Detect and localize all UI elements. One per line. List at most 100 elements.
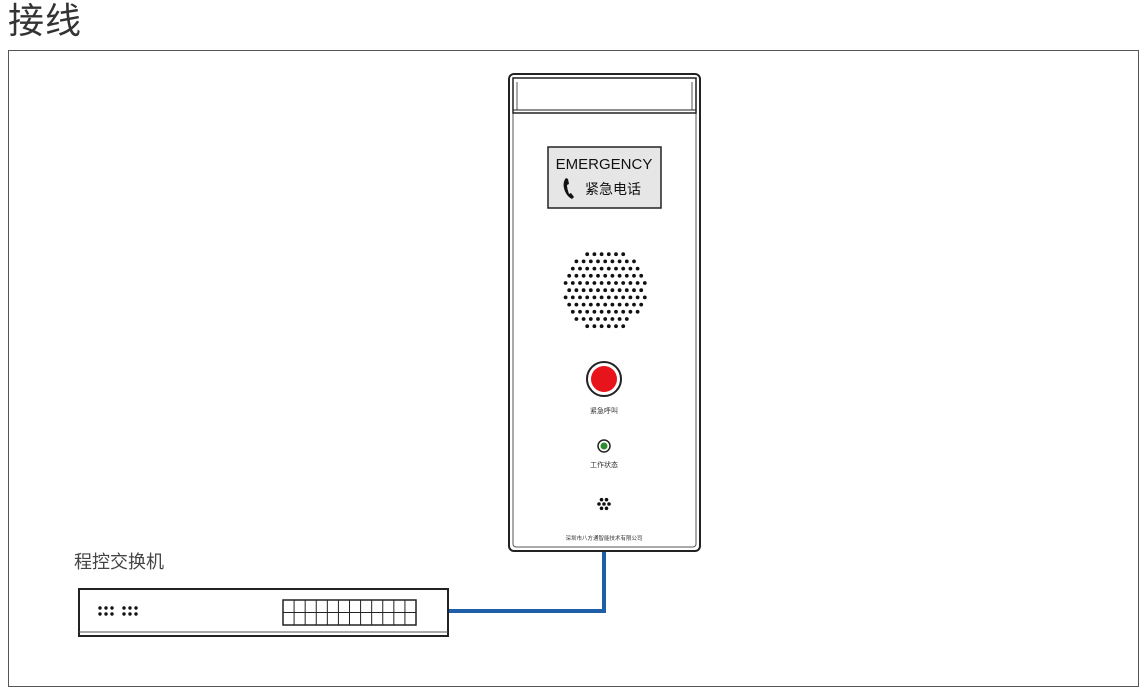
speaker-hole <box>624 302 629 307</box>
speaker-hole <box>599 266 604 271</box>
speaker-hole <box>596 273 600 278</box>
speaker-hole <box>581 317 586 321</box>
switch-led <box>98 606 102 610</box>
speaker-hole <box>621 266 626 271</box>
phone-line-cable <box>448 551 606 613</box>
switch-led <box>110 606 114 610</box>
speaker-hole <box>606 266 611 271</box>
speaker-hole <box>628 281 633 285</box>
speaker-hole <box>578 295 582 300</box>
mic-hole <box>604 497 609 502</box>
speaker-hole <box>614 324 618 329</box>
speaker-hole <box>617 288 622 293</box>
speaker-hole <box>635 309 640 314</box>
switch-led <box>122 612 126 616</box>
speaker-hole <box>588 259 593 264</box>
emergency-call-button <box>586 361 622 397</box>
speaker-hole <box>628 266 633 271</box>
speaker-hole <box>624 273 629 278</box>
switch-label: 程控交换机 <box>74 552 164 573</box>
speaker-hole <box>574 302 579 307</box>
speaker-hole <box>574 273 579 278</box>
diagram-frame <box>8 50 1139 687</box>
emergency-sign: EMERGENCY 紧急电话 <box>547 146 662 209</box>
speaker-hole <box>635 295 640 300</box>
speaker-hole <box>624 317 629 321</box>
speaker-hole <box>610 302 615 307</box>
speaker-hole <box>621 309 626 314</box>
speaker-hole <box>574 288 579 293</box>
speaker-hole <box>596 288 600 293</box>
speaker-hole <box>588 317 593 321</box>
speaker-hole <box>578 281 582 285</box>
switch-led <box>122 606 126 610</box>
speaker-hole <box>581 302 586 307</box>
speaker-hole <box>599 324 604 329</box>
speaker-hole <box>588 302 593 307</box>
speaker-hole <box>606 295 611 300</box>
status-indicator-label: 工作状态 <box>590 460 618 469</box>
sign-line-2: 紧急电话 <box>585 182 641 198</box>
speaker-hole <box>617 317 622 321</box>
speaker-hole <box>585 266 590 271</box>
switch-port-block <box>282 599 417 626</box>
speaker-hole <box>621 295 626 300</box>
speaker-hole <box>632 288 636 293</box>
speaker-hole <box>585 295 590 300</box>
speaker-hole <box>606 281 611 285</box>
speaker-hole <box>563 281 568 285</box>
speaker-hole <box>639 302 644 307</box>
switch-led <box>110 612 114 616</box>
speaker-hole <box>585 252 590 257</box>
speaker-hole <box>606 252 611 257</box>
speaker-hole <box>617 302 622 307</box>
speaker-hole <box>574 259 579 264</box>
speaker-hole <box>585 281 590 285</box>
speaker-hole <box>639 288 644 293</box>
speaker-hole <box>592 295 597 300</box>
speaker-hole <box>592 281 597 285</box>
speaker-hole <box>585 324 590 329</box>
speaker-hole <box>588 288 593 293</box>
speaker-hole <box>592 324 597 329</box>
speaker-hole <box>599 252 604 257</box>
speaker-hole <box>639 273 644 278</box>
mic-hole <box>597 502 601 506</box>
manufacturer-text: 深圳市八方通智能技术有限公司 <box>565 534 642 542</box>
speaker-hole <box>632 273 636 278</box>
speaker-hole <box>599 281 604 285</box>
page-title: 接线 <box>8 1 83 42</box>
speaker-hole <box>592 309 597 314</box>
speaker-hole <box>624 259 629 264</box>
switch-led <box>128 612 132 616</box>
switch-led <box>98 612 102 616</box>
switch-led <box>104 612 108 616</box>
speaker-hole <box>621 324 626 329</box>
speaker-hole <box>624 288 629 293</box>
speaker-hole <box>581 288 586 293</box>
speaker-hole <box>621 281 626 285</box>
speaker-hole <box>592 252 597 257</box>
speaker-hole <box>614 309 618 314</box>
speaker-hole <box>621 252 626 257</box>
speaker-hole <box>567 288 572 293</box>
speaker-hole <box>599 309 604 314</box>
speaker-hole <box>610 288 615 293</box>
speaker-hole <box>570 281 575 285</box>
speaker-hole <box>610 259 615 264</box>
call-button-label: 紧急呼叫 <box>590 406 618 415</box>
speaker-hole <box>614 295 618 300</box>
speaker-hole <box>592 266 597 271</box>
speaker-hole <box>603 273 608 278</box>
panel-top-cap <box>512 77 697 114</box>
speaker-hole <box>628 295 633 300</box>
switch-led <box>134 612 138 616</box>
speaker-hole <box>578 309 582 314</box>
speaker-hole <box>610 317 615 321</box>
speaker-hole <box>596 317 600 321</box>
speaker-hole <box>588 273 593 278</box>
speaker-hole <box>563 295 568 300</box>
speaker-hole <box>603 317 608 321</box>
speaker-hole <box>567 273 572 278</box>
